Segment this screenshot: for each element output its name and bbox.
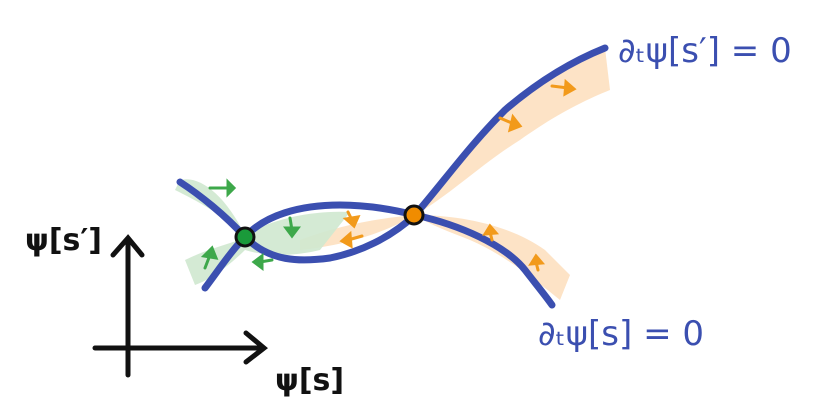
- orange-flow-arrows: [339, 78, 577, 272]
- x-axis-arrowhead: [243, 330, 268, 365]
- x-axis-label: ψ[s]: [275, 363, 344, 398]
- orange-arrow-2-head: [507, 113, 523, 133]
- nullcline-bottom-label: ∂ₜψ[s] = 0: [538, 314, 704, 354]
- green-arrow-1-head: [226, 178, 237, 198]
- green-flow-region: [175, 179, 350, 285]
- orange-arrow-4-head: [339, 230, 353, 249]
- y-axis-arrowhead: [110, 234, 145, 258]
- orange-arrow-6-head: [528, 253, 546, 266]
- orange-arrow-1-head: [563, 78, 577, 97]
- axes: [92, 234, 268, 378]
- saddle-fixed-point: [403, 204, 425, 226]
- nullcline-top-label: ∂ₜψ[s′] = 0: [618, 31, 792, 71]
- orange-arrow-5-head: [482, 223, 500, 236]
- y-axis-label: ψ[s′]: [25, 223, 102, 258]
- stable-fixed-point: [234, 226, 256, 248]
- orange-flow-region-upper: [415, 48, 610, 215]
- green-arrow-3-head: [200, 245, 219, 260]
- green-arrow-2-head: [283, 226, 301, 239]
- orange-flow-region-middle: [300, 215, 415, 250]
- orange-arrow-3-head: [342, 215, 361, 229]
- green-flow-arrows: [200, 178, 301, 271]
- green-arrow-4-head: [251, 253, 264, 271]
